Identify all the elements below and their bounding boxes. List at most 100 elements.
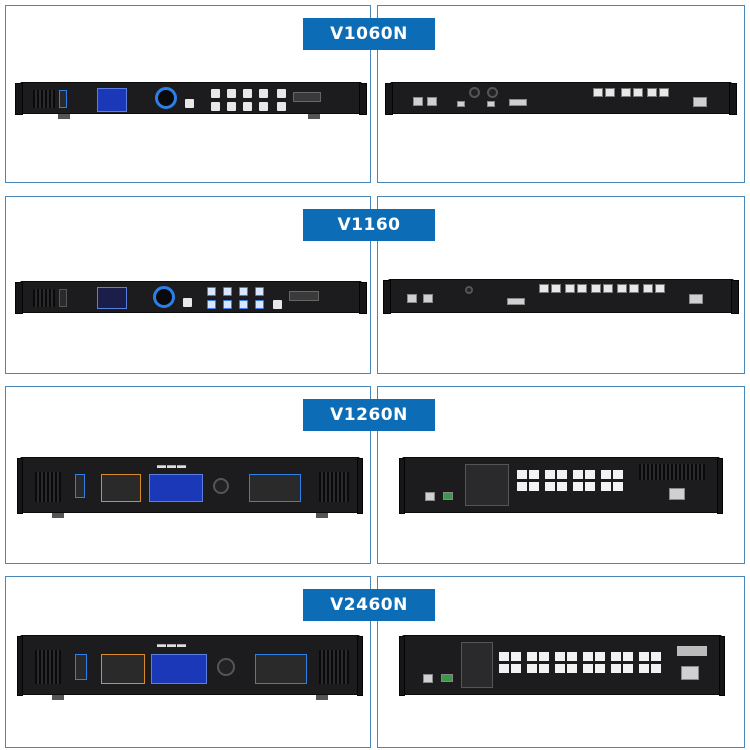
rj45-port [655,284,665,293]
device-rear-image [383,279,739,314]
rotary-knob [213,478,229,494]
rack-ear-left [17,636,23,696]
lcd-screen [151,654,207,684]
product-rear-panel-v1160 [377,196,745,374]
port [487,101,495,107]
power-switch [75,474,85,498]
rj45-port [659,88,669,97]
button [259,89,268,98]
port [441,674,453,682]
rack-ear-left [399,458,405,514]
rotary-knob [155,87,177,109]
rj45-port [605,88,615,97]
device-foot [52,513,64,518]
rj45-port [613,482,623,491]
rj45-port [621,88,631,97]
button [239,300,248,309]
usb-slot [59,90,67,108]
power-socket [689,294,703,304]
rj45-port [601,470,611,479]
rj45-port [499,652,509,661]
rj45-port [585,482,595,491]
lcd-screen [97,88,127,112]
rj45-port [639,652,649,661]
rj45-port [557,482,567,491]
rj45-port [511,652,521,661]
device-front-image [15,82,367,115]
device-front-image [15,281,367,314]
rack-ear-right [359,83,367,115]
port [427,97,437,106]
rj45-port [517,482,527,491]
port [407,294,417,303]
product-model-label: V2460N [303,589,435,621]
power-switch [75,654,87,680]
rack-ear-right [719,636,725,696]
button [243,102,252,111]
rack-ear-left [15,282,23,314]
rack-ear-left [15,83,23,115]
rj45-port [593,88,603,97]
product-model-label: V1060N [303,18,435,50]
rj45-port [545,470,555,479]
vent-grille [319,472,349,502]
rj45-port [639,664,649,673]
rj45-port [623,664,633,673]
vent-grille [33,289,55,307]
port [423,674,433,683]
lcd-screen [97,287,127,309]
product-rear-panel-v1060n [377,5,745,183]
device-front-image: ▬▬▬ [17,635,363,696]
rj45-port [613,470,623,479]
model-plate [289,291,319,301]
power-socket [693,97,707,107]
button [223,300,232,309]
button [211,89,220,98]
vent-grille [33,90,55,108]
button [207,287,216,296]
button [259,102,268,111]
rotary-knob [217,658,235,676]
device-rear-image [399,457,723,514]
device-foot [316,695,328,700]
rj45-port [611,664,621,673]
rack-ear-right [729,83,737,115]
rj45-port [633,88,643,97]
bnc-connector [465,286,473,294]
rj45-port [511,664,521,673]
port [443,492,453,500]
product-rear-panel-v2460n [377,576,745,748]
rack-ear-left [385,83,393,115]
rj45-port [601,482,611,491]
rack-ear-right [717,458,723,514]
device-foot [52,695,64,700]
rack-ear-right [357,636,363,696]
rj45-port [557,470,567,479]
spec-label [677,646,707,656]
button [277,102,286,111]
vent-grille [319,650,349,684]
bnc-connector [469,87,480,98]
rj45-port [617,284,627,293]
rj45-port [577,284,587,293]
rack-ear-right [731,280,739,314]
device-foot [316,513,328,518]
lcd-screen [149,474,203,502]
button [207,300,216,309]
rj45-port [651,652,661,661]
button [227,89,236,98]
rj45-port [555,652,565,661]
input-section [465,464,509,506]
port [423,294,433,303]
rack-ear-right [359,282,367,314]
button [243,89,252,98]
vent-grille [35,472,61,502]
input-section [461,642,493,688]
rj45-port [539,664,549,673]
device-rear-image [399,635,725,696]
rj45-port [583,652,593,661]
rj45-port [603,284,613,293]
usb-slot [59,289,67,307]
rj45-port [573,470,583,479]
rj45-port [573,482,583,491]
